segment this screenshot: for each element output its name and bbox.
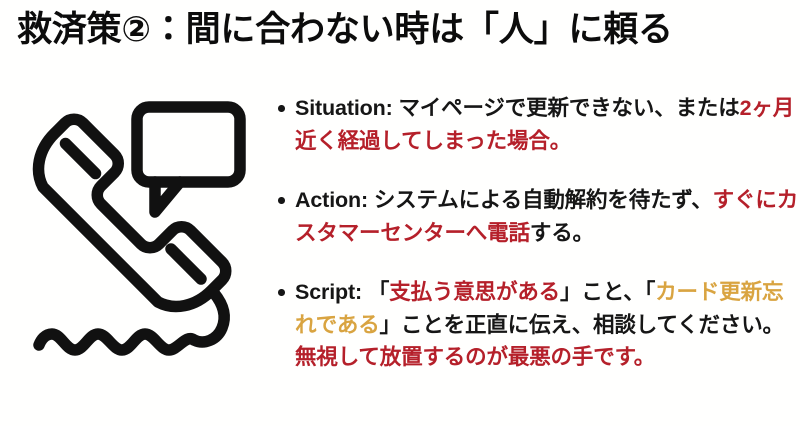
- page-title: 救済策②：間に合わない時は「人」に頼る: [17, 10, 673, 49]
- bullet-text-black: マイページで更新できない、または: [392, 96, 740, 120]
- illustration-area: [0, 86, 264, 378]
- bullet-text-black-tail: する。: [529, 220, 594, 245]
- bullet-list: Situation: マイページで更新できない、または2ヶ月近く経過してしまった…: [272, 92, 800, 426]
- bullet-text-red-warning: 無視して放置するのが最悪の手です。: [295, 345, 656, 369]
- bullet-label-script: Script:: [295, 280, 363, 304]
- bullet-text-red: 2ヶ月近く経過してしまった場合。: [295, 96, 795, 153]
- bullet-marker: [278, 289, 285, 296]
- bullet-text-black-body: 」ことを正直に伝え、相談してください。: [379, 312, 785, 337]
- list-item: Action: システムによる自動解約を待たず、すぐにカスタマーセンターへ電話す…: [272, 184, 800, 249]
- phone-handset-with-speech-bubble-icon: [32, 101, 246, 356]
- bullet-marker: [278, 105, 285, 112]
- bullet-text-black-mid: 」こと、「: [560, 280, 656, 304]
- bullet-marker: [278, 197, 285, 204]
- bullet-text-red: すぐにカスタマーセンターへ電話: [295, 188, 799, 245]
- bullet-label-situation: Situation:: [295, 96, 393, 120]
- bullet-label-action: Action:: [295, 188, 368, 212]
- bullet-text-black-open: 「: [362, 280, 390, 304]
- list-item: Situation: マイページで更新できない、または2ヶ月近く経過してしまった…: [272, 92, 800, 157]
- title-bar: 救済策②：間に合わない時は「人」に頼る: [0, 0, 800, 78]
- list-item: Script: 「支払う意思がある」こと、「カード更新忘れである」ことを正直に伝…: [272, 276, 800, 374]
- bullet-text-red-quote: 支払う意思がある: [389, 280, 561, 304]
- bullet-text-black: システムによる自動解約を待たず、: [368, 188, 713, 212]
- bullet-text-orange-quote: カード更新忘れである: [295, 280, 784, 337]
